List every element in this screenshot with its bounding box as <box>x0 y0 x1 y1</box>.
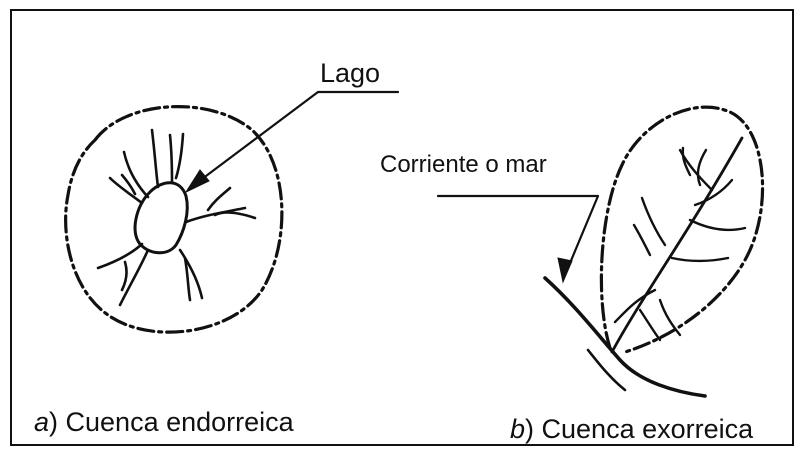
caption-a-letter: a <box>34 407 49 437</box>
caption-b-text: ) Cuenca exorreica <box>525 414 754 444</box>
diagram-border <box>10 9 794 446</box>
exorheic-basin <box>436 105 765 398</box>
caption-a-text: ) Cuenca endorreica <box>49 407 295 437</box>
endorheic-streams <box>96 128 257 307</box>
lake-label: Lago <box>320 58 380 88</box>
receiving-stream-bank <box>586 348 627 392</box>
lake-arrowhead <box>184 169 210 194</box>
caption-b: b) Cuenca exorreica <box>510 414 754 444</box>
exorheic-divide <box>599 105 765 354</box>
stream-label: Corriente o mar <box>380 151 547 178</box>
endorheic-basin <box>64 90 400 334</box>
lake-shape <box>133 181 189 255</box>
stream-leader-line <box>436 194 600 277</box>
endorheic-divide <box>64 105 284 334</box>
receiving-stream <box>543 276 707 398</box>
stream-arrowhead <box>557 257 573 284</box>
main-stream <box>610 136 744 354</box>
caption-b-letter: b <box>510 414 525 444</box>
caption-a: a) Cuenca endorreica <box>34 407 295 437</box>
exorheic-tributaries <box>613 146 747 342</box>
lake-leader-line <box>188 90 400 190</box>
